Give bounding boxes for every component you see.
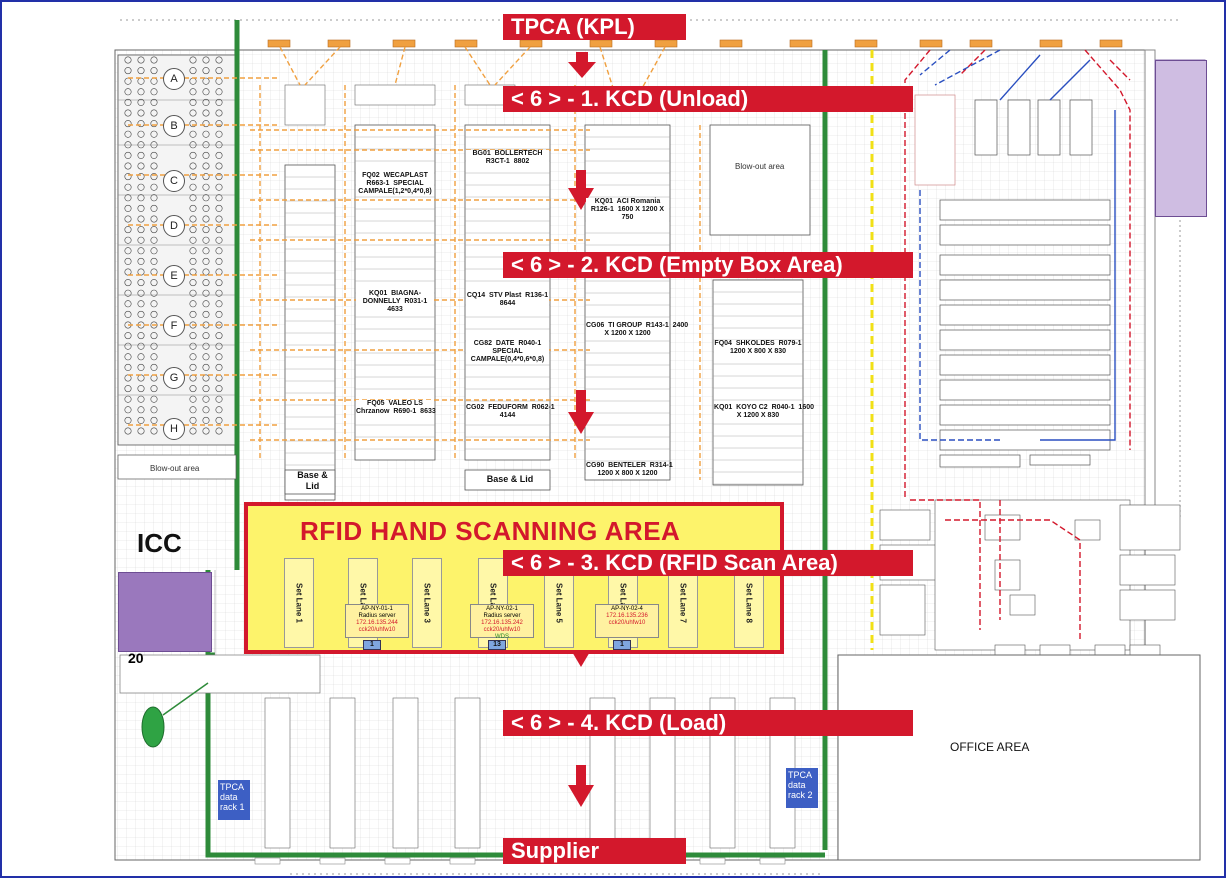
data-rack-1: TPCA data rack 1 [218,780,250,820]
access-point-name: AP-NY-01-1 [361,606,393,612]
access-point-port: 1 [613,640,631,650]
supplier-label: KQ01 ACI Romania R126-1 1600 X 1200 X 75… [586,198,669,222]
access-point-port: 13 [488,640,506,650]
scan-lane-label: Set Lane 5 [554,582,564,624]
access-point-desc: Radius server [358,613,396,619]
data-rack-2: TPCA data rack 2 [786,768,818,808]
aisle-marker: A [163,68,185,90]
access-point-ssid: cck20/uhfw10 [358,627,396,633]
scan-lane: Set Lane 3 [412,558,442,648]
supplier-label: FQ05 VALEO LS Chrzanow R690-1 8633 [356,400,436,416]
rfid-zone-title: RFID HAND SCANNING AREA [300,516,681,546]
banner-supplier-text: Supplier [511,838,600,863]
access-point-ssid: cck20/uhfw10 [483,627,521,633]
supplier-label: CQ14 STV Plast R136-1 8644 [466,292,549,308]
supplier-label: BG01 BOLLERTECH R3CT-1 8802 [466,150,549,166]
banner-top-text: TPCA (KPL) [511,14,635,39]
supplier-label: CG06 TI GROUP R143-1 2400 X 1200 X 1200 [586,322,688,338]
scan-lane-label: Set Lane 8 [744,582,754,624]
aisle-marker: D [163,215,185,237]
zone-number-label: 20 [128,650,144,666]
banner-kcd-rfid-scan-text: < 6 > - 3. KCD (RFID Scan Area) [511,550,838,575]
icc-zone [118,572,212,652]
aisle-marker: B [163,115,185,137]
access-point-extra: WDS [495,634,509,640]
supplier-label: CG82 DATE R040-1 SPECIAL CAMPALE(0,4*0,6… [466,340,549,364]
supplier-label: CG90 BENTELER R314-1 1200 X 800 X 1200 [586,462,673,478]
annex-zone [1155,60,1207,217]
supplier-label: KQ01 KOYO C2 R040-1 1600 X 1200 X 830 [714,404,814,420]
access-point-name: AP-NY-02-1 [486,606,518,612]
aisle-marker: F [163,315,185,337]
icc-label: ICC [137,528,182,558]
base-lid-label-2: Base & Lid [486,474,534,484]
scan-lane: Set Lane 1 [284,558,314,648]
supplier-label: CG02 FEDUFORM R062-1 4144 [466,404,555,420]
access-point-ip: 172.16.135.244 [356,620,398,626]
access-point-ip: 172.16.135.236 [606,613,648,619]
office-area-label: OFFICE AREA [950,740,1030,754]
blowout-area-left: Blow-out area [150,464,200,473]
banner-kcd-unload: < 6 > - 1. KCD (Unload) [503,86,913,112]
banner-kcd-load-text: < 6 > - 4. KCD (Load) [511,710,727,735]
banner-kcd-unload-text: < 6 > - 1. KCD (Unload) [511,86,749,111]
banner-kcd-empty-box-text: < 6 > - 2. KCD (Empty Box Area) [511,252,843,277]
access-point-desc: Radius server [483,613,521,619]
banner-supplier: Supplier [503,838,686,864]
scan-lane-label: Set Lane 7 [678,582,688,624]
banner-kcd-rfid-scan: < 6 > - 3. KCD (RFID Scan Area) [503,550,913,576]
supplier-label: FQ02 WECAPLAST R663-1 SPECIAL CAMPALE(1,… [356,172,434,196]
access-point-ssid: cck20/uhfw10 [608,620,646,626]
aisle-marker: H [163,418,185,440]
banner-kcd-load: < 6 > - 4. KCD (Load) [503,710,913,736]
access-point-name: AP-NY-02-4 [611,606,643,612]
supplier-label: FQ04 SHKOLDES R079-1 1200 X 800 X 830 [714,340,802,356]
banner-kcd-empty-box: < 6 > - 2. KCD (Empty Box Area) [503,252,913,278]
supplier-label: KQ01 BIAGNA- DONNELLY R031-1 4633 [356,290,434,314]
aisle-marker: G [163,367,185,389]
banner-top: TPCA (KPL) [503,14,686,40]
base-lid-label-1: Base & Lid [297,470,328,491]
access-point-port: 1 [363,640,381,650]
scan-lane-label: Set Lane 1 [294,582,304,624]
scan-lane-label: Set Lane 3 [422,582,432,624]
blowout-area-right: Blow-out area [735,162,785,171]
aisle-marker: C [163,170,185,192]
aisle-marker: E [163,265,185,287]
access-point-ip: 172.16.135.242 [481,620,523,626]
